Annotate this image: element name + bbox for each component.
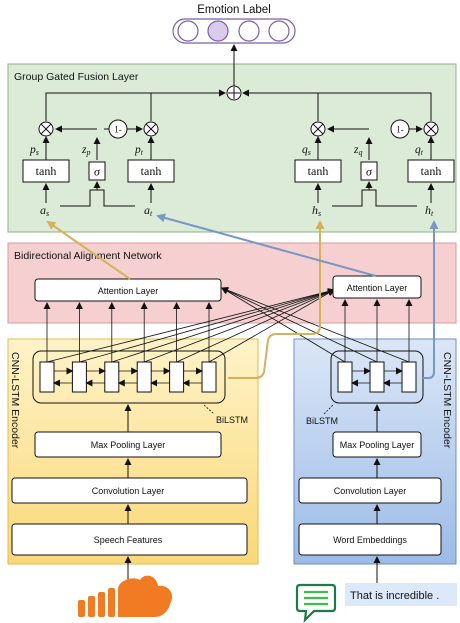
speech-to-right-attention <box>176 289 335 363</box>
speech-lstm-cell <box>71 361 87 393</box>
fusion-connections <box>42 44 435 207</box>
fusion-layer-title: Group Gated Fusion Layer <box>14 71 139 83</box>
speech-lstm-cell <box>104 361 120 393</box>
label-circle <box>238 20 260 42</box>
one-minus-node-left: 1- <box>108 119 128 139</box>
product-nodes <box>38 121 439 137</box>
word-embeddings-input: Word Embeddings <box>298 523 442 556</box>
tanh-label: tanh <box>36 164 57 178</box>
label-h-s: hs <box>312 203 321 218</box>
tanh-label: tanh <box>421 164 442 178</box>
speech-lstm-cell <box>39 361 55 393</box>
cross-modal-arrows <box>46 213 439 379</box>
sigma-label: σ <box>94 165 101 179</box>
sigma-box-left: σ <box>88 161 106 181</box>
speech-max-pooling: Max Pooling Layer <box>34 431 222 458</box>
tanh-box-pt: tanh <box>127 159 175 183</box>
speech-max-pooling-label: Max Pooling Layer <box>91 440 166 450</box>
label-circle-selected <box>207 20 229 42</box>
alignment-network-title: Bidirectional Alignment Network <box>14 250 162 262</box>
speech-bilstm-cells <box>39 361 217 393</box>
speech-features-input: Speech Features <box>11 523 248 556</box>
text-lstm-cell <box>369 361 385 393</box>
label-a-s: as <box>40 203 49 218</box>
speech-to-right-attention <box>144 288 335 363</box>
label-p-t: pt <box>134 144 144 157</box>
product-node <box>310 121 326 137</box>
gold-arrow-to-as <box>46 220 131 280</box>
text-bilstm-cells <box>337 361 417 393</box>
speech-convolution: Convolution Layer <box>11 477 248 504</box>
text-convolution-label: Convolution Layer <box>334 486 407 496</box>
speech-features-label: Speech Features <box>94 535 163 545</box>
text-bilstm-label: BiLSTM <box>306 416 338 426</box>
attention-layer-left: Attention Layer <box>34 278 222 302</box>
sum-node <box>226 85 242 101</box>
speech-convolution-label: Convolution Layer <box>92 486 165 496</box>
tanh-label: tanh <box>141 164 162 178</box>
label-circle <box>177 20 199 42</box>
speech-to-right-attention <box>46 288 335 363</box>
one-minus-label: 1- <box>114 125 122 135</box>
speech-lstm-cell <box>136 361 152 393</box>
label-z-p: zp <box>81 144 90 157</box>
speech-bilstm-group <box>32 350 226 404</box>
speech-bilstm-label: BiLSTM <box>216 415 248 425</box>
gold-arrow-to-hs <box>228 220 325 379</box>
emotion-label-title: Emotion Label <box>197 4 271 16</box>
product-node <box>423 121 439 137</box>
fusion-variable-labels: ps zp pt qs zq qt as at hs ht <box>29 144 434 218</box>
label-p-s: ps <box>29 144 39 157</box>
text-max-pooling-label: Max Pooling Layer <box>340 440 415 450</box>
product-node <box>38 121 54 137</box>
text-to-left-attention <box>221 287 346 363</box>
tanh-label: tanh <box>308 164 329 178</box>
label-q-s: qs <box>302 144 311 157</box>
one-minus-label: 1- <box>396 125 404 135</box>
blue-arrow-to-at <box>156 213 377 277</box>
word-embeddings-label: Word Embeddings <box>333 535 407 545</box>
sigma-label: σ <box>366 165 373 179</box>
tanh-box-qt: tanh <box>407 159 455 183</box>
text-sample: That is incredible . <box>350 590 439 602</box>
text-lstm-cell <box>401 361 417 393</box>
attention-layer-right-label: Attention Layer <box>347 283 408 293</box>
text-to-left-attention <box>221 287 378 363</box>
label-circle <box>268 20 290 42</box>
speech-lstm-cell <box>201 361 217 393</box>
chat-bubble-icon <box>295 583 337 623</box>
attention-layer-right: Attention Layer <box>332 275 422 299</box>
tanh-box-qs: tanh <box>294 159 342 183</box>
text-lstm-cell <box>337 361 353 393</box>
speech-to-right-attention <box>79 288 335 363</box>
speech-to-right-attention <box>111 288 335 363</box>
blue-arrow-to-ht <box>423 220 439 379</box>
text-convolution: Convolution Layer <box>298 477 442 504</box>
alignment-cross-connections <box>43 286 413 363</box>
emotion-label-output <box>172 18 296 44</box>
label-h-t: ht <box>425 203 434 218</box>
label-a-t: at <box>144 203 153 218</box>
one-minus-node-right: 1- <box>390 119 410 139</box>
tanh-box-ps: tanh <box>22 159 70 183</box>
attention-layer-left-label: Attention Layer <box>98 286 159 296</box>
text-max-pooling: Max Pooling Layer <box>332 431 422 458</box>
label-q-t: qt <box>415 144 424 157</box>
label-z-q: zq <box>353 144 362 157</box>
sigma-box-right: σ <box>360 161 378 181</box>
speech-to-right-attention <box>208 289 335 363</box>
text-encoder-title: CNN-LSTM Encoder <box>441 352 453 449</box>
product-node <box>143 121 159 137</box>
text-sample-box <box>345 583 457 606</box>
speech-lstm-cell <box>169 361 185 393</box>
text-to-left-attention <box>221 286 410 363</box>
speech-encoder-title: CNN-LSTM Encoder <box>9 352 21 449</box>
soundcloud-icon <box>78 575 173 617</box>
